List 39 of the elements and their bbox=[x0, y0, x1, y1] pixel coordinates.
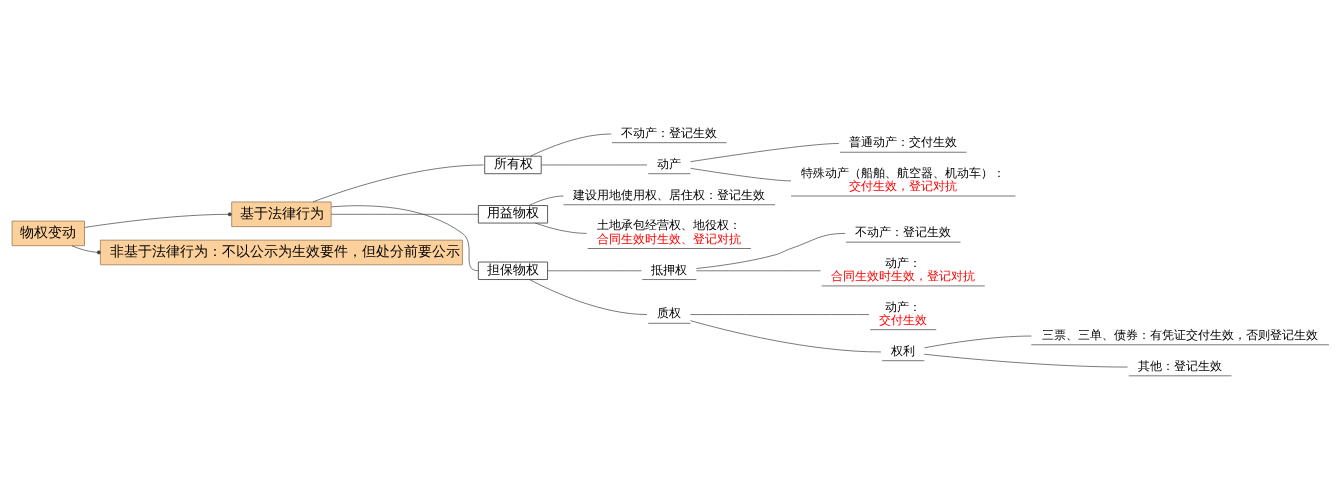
node-text: 质权 bbox=[656, 305, 681, 320]
node-text: 土地承包经营权、地役权： 合同生效时生效、登记对抗 bbox=[597, 217, 742, 246]
node-text: 抵押权 bbox=[651, 262, 688, 277]
connector bbox=[530, 133, 612, 156]
node-text: 权利 bbox=[890, 343, 915, 358]
node-text: 建设用地使用权、居住权：登记生效 bbox=[573, 187, 766, 202]
connector bbox=[535, 222, 587, 234]
node-box: 非基于法律行为：不以公示为生效要件，但处分前要公示 bbox=[100, 239, 463, 265]
node-text: 动产 bbox=[656, 156, 681, 171]
node-text: 三票、三单、债券：有凭证交付生效，否则登记生效 bbox=[1042, 327, 1319, 342]
connector bbox=[547, 269, 642, 271]
node-box: 基于法律行为 bbox=[231, 201, 332, 227]
connector bbox=[696, 232, 846, 269]
connector bbox=[696, 269, 821, 271]
connector bbox=[529, 278, 648, 315]
node-text: 其他：登记生效 bbox=[1137, 358, 1222, 373]
connector bbox=[331, 204, 479, 271]
node-box: 所有权 bbox=[484, 155, 542, 174]
connector bbox=[690, 142, 840, 162]
connector bbox=[690, 167, 792, 181]
connector bbox=[312, 164, 484, 202]
node-box: 用益物权 bbox=[477, 204, 548, 223]
node-text: 普通动产：交付生效 bbox=[849, 134, 958, 149]
connector bbox=[71, 244, 101, 254]
node-box: 物权变动 bbox=[11, 220, 85, 246]
connector bbox=[84, 211, 232, 228]
node-text: 特殊动产（船舶、航空器、机动车）： 交付生效，登记对抗 bbox=[801, 165, 1006, 193]
node-text: 动产： 合同生效时生效，登记对抗 bbox=[831, 255, 976, 283]
node-box: 担保物权 bbox=[477, 261, 548, 280]
node-text: 不动产：登记生效 bbox=[621, 125, 718, 140]
connector bbox=[924, 353, 1128, 367]
connector bbox=[330, 213, 479, 215]
connector bbox=[528, 195, 564, 206]
node-text: 动产： 交付生效 bbox=[878, 299, 927, 327]
connector bbox=[690, 319, 882, 352]
connector bbox=[690, 313, 870, 315]
node-text: 不动产：登记生效 bbox=[855, 224, 952, 239]
connector bbox=[924, 335, 1032, 348]
connector bbox=[540, 164, 648, 165]
